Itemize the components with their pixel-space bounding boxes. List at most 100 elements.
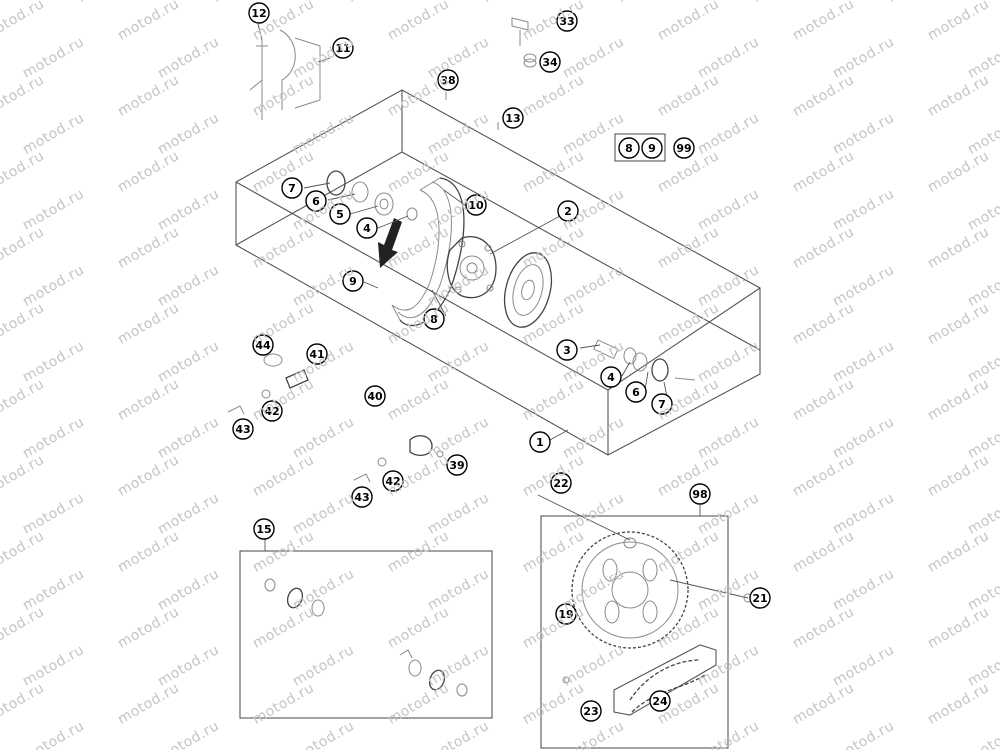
callout-number: 44 [255,339,271,352]
callout-number: 13 [505,112,520,125]
callout-number: 39 [449,459,464,472]
callout-circle [351,486,373,508]
callout-number: 8 [625,142,633,155]
callout-42a: 42 [261,400,283,422]
callout-circle [529,431,551,453]
callout-circle [248,2,270,24]
callout-circle [625,381,647,403]
callout-circle [649,690,671,712]
callout-number: 43 [354,491,369,504]
callout-33: 33 [556,10,578,32]
callout-2: 2 [557,200,579,222]
callout-number: 7 [288,182,296,195]
callout-number: 9 [648,142,656,155]
callout-circle [600,366,622,388]
callout-number: 43 [235,423,250,436]
callout-5: 5 [329,203,351,225]
callout-7b: 7 [651,393,673,415]
kit-item-8: 8 [618,137,640,159]
callout-number: 40 [367,390,383,403]
spacer-parts-lower [353,435,444,483]
callout-number: 2 [564,205,572,218]
callout-7a: 7 [281,177,303,199]
callout-circle [556,339,578,361]
callout-circle [641,137,663,159]
callout-22: 22 [550,472,572,494]
callout-6b: 6 [625,381,647,403]
axle-parts-top-left [249,29,321,120]
callout-number: 41 [309,348,324,361]
kit-box-frame [614,133,666,162]
callout-circle [550,472,572,494]
callout-number: 19 [558,608,573,621]
callout-circle [689,483,711,505]
leader-lines [257,23,669,441]
callout-circle [673,137,695,159]
callout-circle [342,270,364,292]
right-bearing-stack [593,339,696,382]
callout-number: 21 [752,592,767,605]
callout-circle [364,385,386,407]
callout-39: 39 [446,454,468,476]
callout-1: 1 [529,431,551,453]
callout-43b: 43 [351,486,373,508]
callout-number: 98 [692,488,707,501]
callout-43a: 43 [232,418,254,440]
callout-3: 3 [556,339,578,361]
callout-number: 10 [468,199,484,212]
callout-circle [356,217,378,239]
callout-44: 44 [252,334,274,356]
callout-circle [446,454,468,476]
callout-21: 21 [749,587,771,609]
callout-42b: 42 [382,470,404,492]
hub-sprocket-carrier [503,252,553,328]
callout-circle [557,200,579,222]
callout-40: 40 [364,385,386,407]
callout-34: 34 [539,51,561,73]
axle-parts-top-middle [445,17,537,130]
callout-circle [437,69,459,91]
callout-number: 8 [430,313,438,326]
callout-number: 42 [264,405,279,418]
callout-number: 42 [385,475,400,488]
wheel-assembly-frame [235,89,761,456]
callout-circle [382,470,404,492]
callout-circle [555,603,577,625]
callout-19: 19 [555,603,577,625]
callout-circle [232,418,254,440]
rotation-arrow-icon [378,218,402,268]
callout-13: 13 [502,107,524,129]
callout-12: 12 [248,2,270,24]
callout-circle [306,343,328,365]
callout-number: 9 [349,275,357,288]
callout-number: 22 [553,477,568,490]
callout-circle [539,51,561,73]
callout-circle [556,10,578,32]
callout-15: 15 [253,518,275,540]
kit-item-9: 9 [641,137,663,159]
callout-number: 12 [251,7,266,20]
callout-number: 23 [583,705,598,718]
wheel-hub [446,236,497,299]
callout-number: 99 [676,142,691,155]
subassembly-15-frame [239,539,493,719]
callout-8: 8 [423,308,445,330]
callout-4a: 4 [356,217,378,239]
callout-number: 34 [542,56,558,69]
callout-99: 99 [673,137,695,159]
callout-number: 38 [440,74,455,87]
callout-23: 23 [580,700,602,722]
callout-10: 10 [465,194,487,216]
callout-9: 9 [342,270,364,292]
callout-circle [253,518,275,540]
callout-number: 24 [652,695,668,708]
callout-number: 11 [335,42,350,55]
callout-24: 24 [649,690,671,712]
callout-circle [332,37,354,59]
callout-38: 38 [437,69,459,91]
callout-circle [502,107,524,129]
callout-number: 5 [336,208,344,221]
callout-98: 98 [689,483,711,505]
callout-circle [329,203,351,225]
